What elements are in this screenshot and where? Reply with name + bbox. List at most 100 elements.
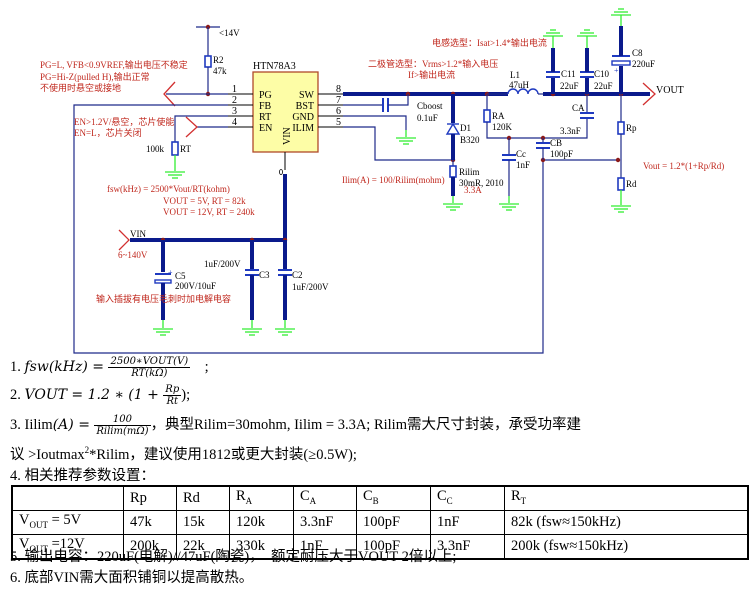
c11-ref: C11 — [561, 69, 576, 79]
vin-range: 6~140V — [118, 250, 148, 260]
table-cell: 100pF — [356, 533, 431, 560]
pin-name: FB — [259, 101, 272, 112]
c5-ref: C5 — [175, 271, 186, 281]
pin-name: GND — [292, 112, 314, 123]
text-line-3b: 议 >Ioutmax2*Rilim，建议使用1812或更大封装(≥0.5W); — [10, 443, 357, 464]
table-header-cell: RA — [229, 484, 294, 511]
vin-port-label: VIN — [130, 229, 146, 239]
pin-number: 3 — [232, 106, 237, 117]
pin-number: 6 — [336, 106, 341, 117]
table-header-cell: CC — [430, 484, 505, 511]
fraction-denominator: Rt — [166, 396, 179, 407]
formula-lhs: (A) = — [52, 417, 95, 433]
rilim-value: 30mR, 2010 — [459, 178, 504, 188]
resistor-r2 — [204, 55, 212, 68]
resistor-rd — [617, 177, 625, 191]
ca-value: 3.3nF — [560, 126, 581, 136]
cc-value: 1nF — [516, 160, 530, 170]
table-row: VOUT =12V 200k 22k 330k 1nF 100pF 3.3nF … — [11, 533, 749, 560]
line-prefix: 2. — [10, 386, 25, 403]
fraction-numerator: Rp — [163, 384, 182, 396]
pin-number: 8 — [336, 84, 341, 95]
table-cell: 200k (fsw≈150kHz) — [504, 533, 749, 560]
pin-name: PG — [259, 90, 272, 101]
ground-icon — [153, 328, 173, 336]
note-diode-2: If>输出电流 — [408, 69, 455, 80]
ground-icon — [577, 29, 597, 37]
ground-icon — [242, 328, 262, 336]
table-cell: 3.3nF — [293, 509, 357, 535]
fraction-numerator: 100 — [94, 414, 151, 427]
r2-value: 47k — [213, 66, 227, 76]
table-cell: 120k — [229, 509, 294, 535]
note-vout-formula: Vout = 1.2*(1+Rp/Rd) — [643, 161, 724, 171]
pin-number: 7 — [336, 95, 341, 106]
pin-name: EN — [259, 123, 272, 134]
rail-label: <14V — [219, 28, 240, 38]
line-suffix: ; — [190, 359, 209, 375]
diode-d1 — [445, 122, 461, 135]
cb-ref: CB — [550, 138, 562, 148]
fraction-denominator: RT(kΩ) — [131, 368, 168, 380]
en-port-arrow — [185, 116, 198, 138]
c2-ref: C2 — [292, 270, 303, 280]
note-pg-1: PG=L, VFB<0.9VREF,输出电压不稳定 — [40, 59, 188, 70]
bst-wire — [388, 94, 409, 106]
table-cell: 22k — [176, 533, 230, 560]
table-row-label: VOUT = 5V — [11, 509, 124, 535]
c8-value: 220uF — [632, 59, 655, 69]
table-header-cell: RT — [504, 484, 749, 511]
parameter-table: Rp Rd RA CA CB CC RT VOUT = 5V 47k 15k 1… — [11, 484, 749, 560]
superscript: 2 — [84, 445, 90, 456]
ground-icon — [543, 29, 563, 37]
inductor-l1 — [507, 88, 539, 95]
note-pg-2: PG=Hi-Z(pulled H),输出正常 — [40, 71, 150, 82]
table-cell: 15k — [176, 509, 230, 535]
rd-ref: Rd — [626, 179, 637, 189]
table-header-row: Rp Rd RA CA CB CC RT — [11, 484, 749, 511]
ic-left-pins: 1 2 3 4 PG FB RT EN — [228, 84, 272, 134]
text-line-4: 4. 相关推荐参数设置： — [10, 468, 155, 484]
fb-wire — [73, 104, 618, 354]
note-c5: 输入插拔有电压毛刺时加电解电容 — [96, 293, 231, 304]
note-en-2: EN=L，芯片关闭 — [74, 127, 142, 138]
pin-number: 2 — [232, 95, 237, 106]
table-header-cell — [11, 484, 124, 511]
cboost-value: 0.1uF — [417, 113, 438, 123]
ra-value: 120K — [492, 122, 513, 132]
table-cell: 1nF — [293, 533, 357, 560]
line-prefix: 3. Iilim — [10, 417, 53, 433]
pin-name-vin: VIN — [282, 127, 293, 145]
c5-polarity: + — [168, 268, 173, 277]
note-fsw-5v: VOUT = 5V, RT = 82k — [163, 196, 246, 206]
resistor-rt — [171, 141, 179, 156]
table-cell: 330k — [229, 533, 294, 560]
formula-line-1: 1. fsw(kHz) = 2500∗VOUT(V)RT(kΩ) ; — [10, 355, 209, 379]
c3-value: 1uF/200V — [204, 259, 241, 269]
vout-port-label: VOUT — [656, 85, 684, 96]
c11-value: 22uF — [560, 81, 579, 91]
table-row: VOUT = 5V 47k 15k 120k 3.3nF 100pF 1nF 8… — [11, 509, 749, 535]
ilim-wire — [343, 126, 453, 161]
line-suffix: ，典型Rilim=30mohm, Iilim = 3.3A; Rilim需大尺寸… — [150, 417, 581, 433]
ground-icon — [499, 203, 519, 211]
l1-value: 47uH — [509, 80, 530, 90]
ic-name: HTN78A3 — [253, 61, 296, 72]
fraction: 2500∗VOUT(V)RT(kΩ) — [108, 356, 191, 380]
table-header-cell: CA — [293, 484, 357, 511]
rp-ref: Rp — [626, 123, 637, 133]
rt-ref: RT — [180, 144, 191, 154]
c10-value: 22uF — [594, 81, 613, 91]
table-cell: 100pF — [356, 509, 431, 535]
table-header-cell: Rp — [123, 484, 177, 511]
rt-value: 100k — [146, 144, 165, 154]
text-part: 议 >Ioutmax — [10, 447, 85, 463]
pin-name: RT — [259, 112, 271, 123]
note-ilim: Ilim(A) = 100/Rilim(mohm) — [342, 175, 445, 185]
vout-port-arrow — [642, 82, 656, 106]
vin-port-arrow — [118, 229, 130, 251]
r2-ref: R2 — [213, 55, 224, 65]
